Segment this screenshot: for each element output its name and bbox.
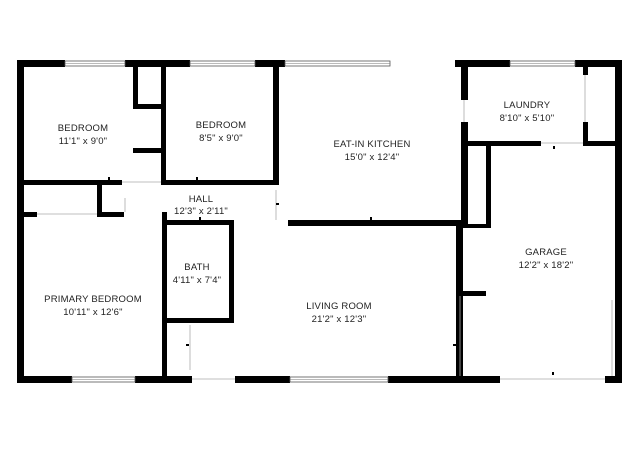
wall-bottom-a bbox=[17, 376, 72, 383]
room-bedroom-2: BEDROOM 8'5" x 9'0" bbox=[196, 120, 247, 144]
room-eat-in-kitchen: EAT-IN KITCHEN 15'0" x 12'4" bbox=[333, 139, 410, 163]
wall-laundry-right bbox=[583, 67, 588, 75]
windows bbox=[64, 60, 576, 383]
room-hall: HALL 12'3" x 2'11" bbox=[174, 194, 228, 217]
wall-bottom-d bbox=[388, 376, 500, 383]
window-bedroom-1 bbox=[64, 60, 126, 67]
room-size: 21'2" x 12'3" bbox=[312, 314, 367, 325]
room-living-room: LIVING ROOM 21'2" x 12'3" bbox=[306, 301, 372, 325]
wall-closet-h1 bbox=[133, 104, 165, 109]
wall-garage-step bbox=[456, 224, 491, 228]
wall-garage-left-a bbox=[486, 146, 491, 226]
wall-bed2-bottom bbox=[161, 180, 279, 185]
walls bbox=[17, 60, 622, 383]
room-size: 15'0" x 12'4" bbox=[345, 152, 400, 163]
wall-primary-top-b bbox=[97, 212, 124, 217]
wall-bath-top bbox=[162, 220, 234, 225]
room-primary-bedroom: PRIMARY BEDROOM 10'11" x 12'6" bbox=[44, 294, 142, 318]
room-size: 8'5" x 9'0" bbox=[199, 133, 243, 144]
window-primary-bedroom bbox=[71, 376, 136, 383]
room-garage: GARAGE 12'2" x 18'2" bbox=[519, 247, 574, 271]
room-size: 12'3" x 2'11" bbox=[174, 206, 228, 217]
room-name: PRIMARY BEDROOM bbox=[44, 294, 142, 305]
wall-right bbox=[615, 60, 622, 382]
window-kitchen bbox=[284, 60, 391, 67]
window-laundry bbox=[509, 60, 576, 67]
wall-top-c bbox=[455, 60, 510, 67]
wall-bed1-bottom bbox=[17, 180, 122, 185]
wall-top-a bbox=[125, 60, 190, 67]
wall-top-left bbox=[17, 60, 65, 67]
room-name: BEDROOM bbox=[196, 120, 247, 131]
room-size: 4'11" x 7'4" bbox=[173, 275, 222, 286]
wall-bath-bottom bbox=[162, 318, 234, 323]
wall-kitchen-living bbox=[288, 220, 463, 226]
wall-laundry-bottom-a bbox=[461, 141, 541, 146]
room-name: LAUNDRY bbox=[504, 100, 551, 111]
wall-top-d bbox=[575, 60, 622, 67]
room-name: GARAGE bbox=[525, 247, 567, 258]
wall-primary-right bbox=[162, 212, 167, 382]
wall-closet-h2 bbox=[133, 148, 165, 153]
wall-top-b bbox=[255, 60, 285, 67]
room-size: 8'10" x 5'10" bbox=[500, 113, 555, 124]
room-name: HALL bbox=[189, 194, 214, 205]
wall-bath-right bbox=[229, 220, 234, 323]
wall-laundry-bottom-b bbox=[583, 141, 622, 146]
room-size: 10'11" x 12'6" bbox=[63, 307, 122, 318]
room-bath: BATH 4'11" x 7'4" bbox=[173, 262, 222, 286]
wall-bottom-c bbox=[235, 376, 290, 383]
wall-laundry-left bbox=[461, 67, 468, 100]
wall-primary-top-a bbox=[17, 212, 37, 217]
room-size: 11'1" x 9'0" bbox=[59, 136, 108, 147]
wall-bottom-e bbox=[605, 376, 622, 383]
wall-closet-vert bbox=[133, 67, 138, 108]
wall-left bbox=[17, 60, 24, 382]
wall-laundry-right-b bbox=[583, 122, 588, 146]
window-bedroom-2 bbox=[189, 60, 256, 67]
door-nubs bbox=[108, 138, 555, 375]
room-name: BATH bbox=[184, 262, 209, 273]
room-name: EAT-IN KITCHEN bbox=[333, 139, 410, 150]
room-bedroom-1: BEDROOM 11'1" x 9'0" bbox=[58, 123, 109, 147]
wall-garage-left-b bbox=[456, 224, 463, 382]
wall-bed2-left bbox=[161, 67, 166, 185]
window-living-room bbox=[289, 376, 389, 383]
wall-garage-step-b bbox=[456, 291, 486, 296]
room-name: LIVING ROOM bbox=[306, 301, 372, 312]
wall-hall-nub bbox=[97, 185, 102, 215]
room-name: BEDROOM bbox=[58, 123, 109, 134]
room-laundry: LAUNDRY 8'10" x 5'10" bbox=[500, 100, 555, 124]
doors bbox=[37, 75, 613, 380]
room-size: 12'2" x 18'2" bbox=[519, 260, 574, 271]
wall-bed2-right bbox=[273, 67, 279, 185]
wall-laundry-left-lower bbox=[461, 122, 468, 226]
